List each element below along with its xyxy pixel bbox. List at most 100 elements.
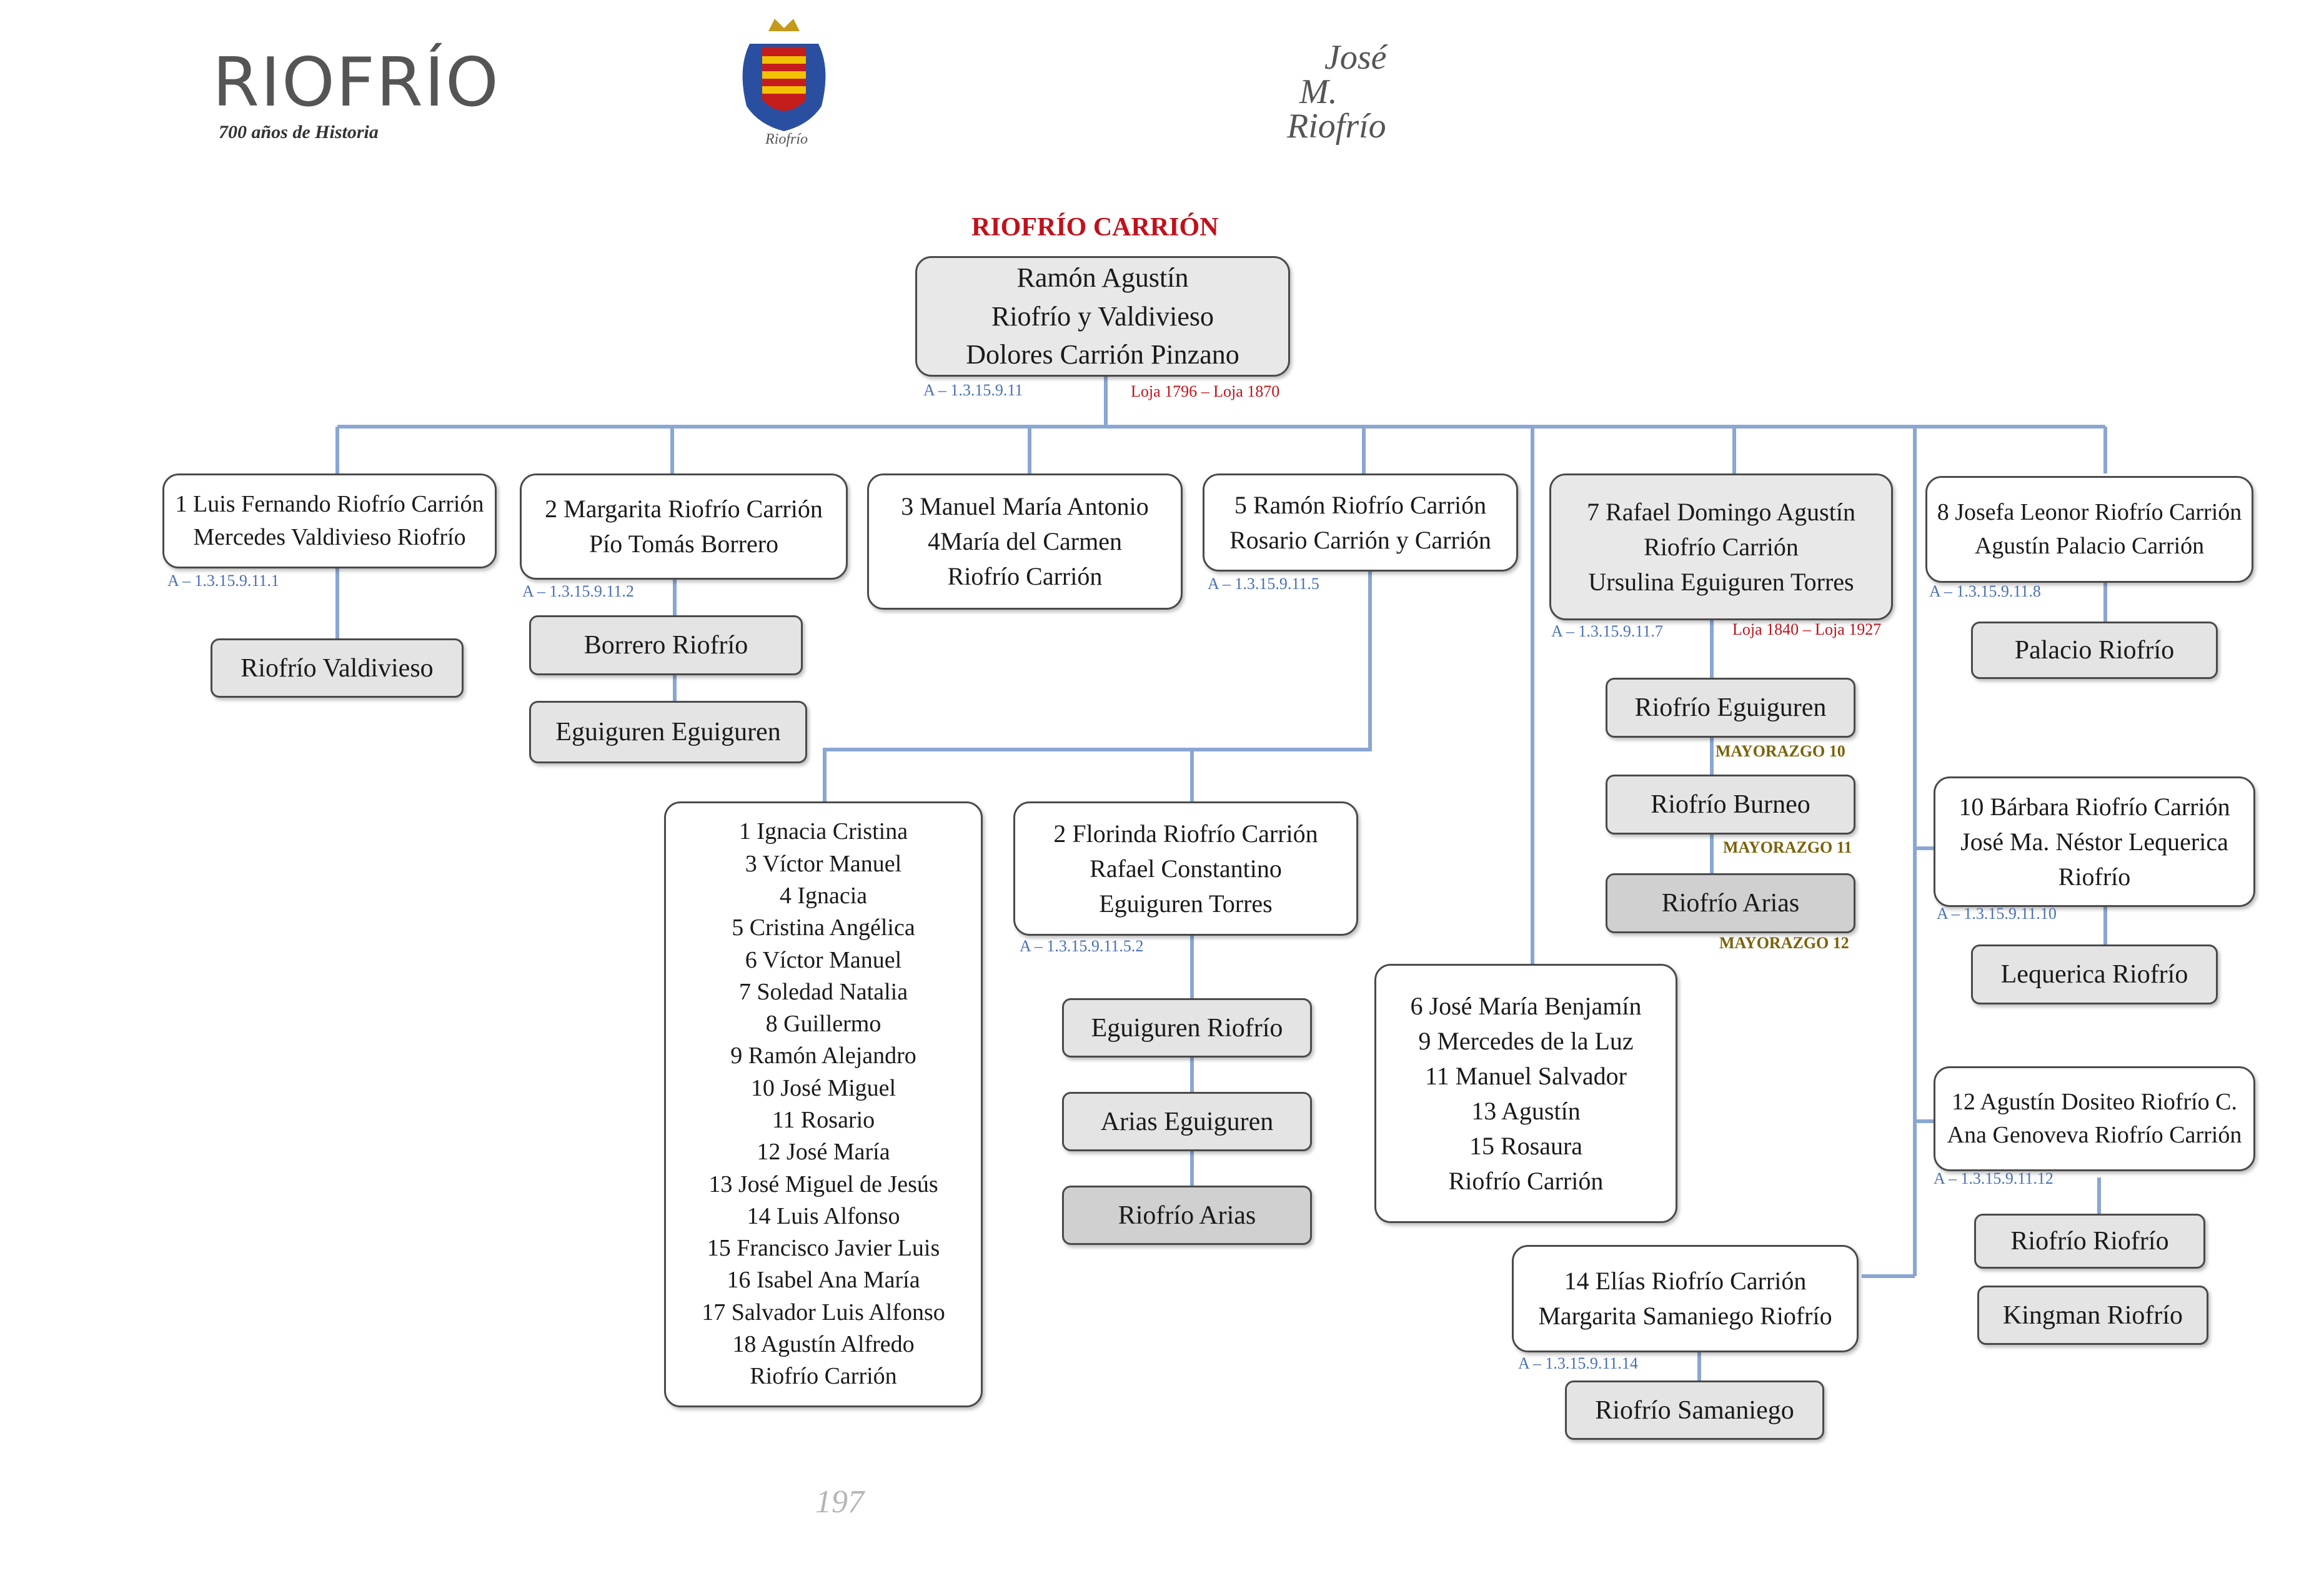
child-6-group-box: 6 José María Benjamín 9 Mercedes de la L…: [1374, 964, 1677, 1223]
child-10-box: 10 Bárbara Riofrío Carrión José Ma. Nést…: [1934, 776, 2255, 907]
chart-title: RIOFRÍO CARRIÓN: [971, 213, 1219, 242]
florinda-line: Eguiguren Torres: [1099, 889, 1273, 918]
signature-line-1: José: [1324, 38, 1387, 77]
grandchild-item: 14 Luis Alfonso: [747, 1202, 900, 1229]
child-line: 7 Rafael Domingo Agustín: [1587, 497, 1855, 526]
family-riofrio-arias-f: Riofrío Arias: [1062, 1186, 1312, 1245]
grandchild-item: Riofrío Carrión: [750, 1363, 897, 1390]
grandchild-item: 11 Rosario: [772, 1107, 875, 1133]
child-line: 12 Agustín Dositeo Riofrío C.: [1951, 1088, 2238, 1115]
child-line: Pío Tomás Borrero: [588, 530, 779, 558]
child-1-code: A – 1.3.15.9.11.1: [167, 572, 279, 590]
florinda-line: 2 Florinda Riofrío Carrión: [1053, 819, 1318, 848]
family-riofrio-samaniego: Riofrío Samaniego: [1565, 1380, 1824, 1440]
florinda-line: Rafael Constantino: [1090, 854, 1282, 883]
child-7-box: 7 Rafael Domingo Agustín Riofrío Carrión…: [1549, 473, 1893, 620]
child-line: 5 Ramón Riofrío Carrión: [1234, 490, 1487, 519]
child-line: Rosario Carrión y Carrión: [1229, 525, 1491, 554]
child-line: 4María del Carmen: [928, 527, 1122, 555]
child-line: 8 Josefa Leonor Riofrío Carrión: [1937, 499, 2242, 526]
family-lequerica-riofrio: Lequerica Riofrío: [1971, 944, 2218, 1004]
child-line: 10 Bárbara Riofrío Carrión: [1959, 792, 2230, 821]
child-line: 1 Luis Fernando Riofrío Carrión: [175, 490, 484, 517]
logo-subtitle: 700 años de Historia: [219, 122, 379, 142]
child-8-code: A – 1.3.15.9.11.8: [1929, 582, 2041, 600]
child-line: 15 Rosaura: [1469, 1131, 1583, 1160]
child-8-box: 8 Josefa Leonor Riofrío Carrión Agustín …: [1925, 476, 2253, 583]
florinda-code: A – 1.3.15.9.11.5.2: [1020, 937, 1144, 955]
grandchild-item: 13 José Miguel de Jesús: [708, 1171, 938, 1197]
grandchildren-list-box: 1 Ignacia Cristina 3 Víctor Manuel 4 Ign…: [664, 801, 983, 1407]
root-couple-box: Ramón Agustín Riofrío y Valdivieso Dolor…: [915, 256, 1290, 377]
root-line: Riofrío y Valdivieso: [991, 300, 1214, 332]
grandchild-item: 15 Francisco Javier Luis: [707, 1235, 940, 1262]
family-riofrio-burneo: Riofrío Burneo: [1606, 775, 1855, 835]
child-line: 3 Manuel María Antonio: [901, 492, 1149, 520]
grandchild-item: 18 Agustín Alfredo: [732, 1331, 915, 1358]
child-line: 11 Manuel Salvador: [1425, 1061, 1627, 1090]
signature-logo: José M. Riofrío: [1262, 37, 1399, 150]
mayorazgo-12: MAYORAZGO 12: [1719, 934, 1849, 952]
mayorazgo-11: MAYORAZGO 11: [1723, 838, 1852, 856]
connector-c5-down: [823, 572, 1372, 801]
page-number: 197: [815, 1484, 864, 1520]
signature-line-2: M.: [1299, 72, 1338, 111]
crest-caption: Riofrío: [765, 131, 808, 147]
child-12-box: 12 Agustín Dositeo Riofrío C. Ana Genove…: [1934, 1066, 2255, 1171]
child-line: Agustín Palacio Carrión: [1974, 532, 2205, 559]
root-line: Ramón Agustín: [1016, 262, 1189, 294]
child-2-box: 2 Margarita Riofrío Carrión Pío Tomás Bo…: [520, 473, 848, 580]
grandchild-item: 1 Ignacia Cristina: [738, 818, 908, 845]
child-line: 9 Mercedes de la Luz: [1418, 1026, 1634, 1055]
child-7-dates: Loja 1840 – Loja 1927: [1732, 620, 1882, 638]
family-eguiguren-riofrio: Eguiguren Riofrío: [1062, 998, 1312, 1058]
child-10-code: A – 1.3.15.9.11.10: [1937, 905, 2057, 923]
grandchild-item: 4 Ignacia: [779, 882, 868, 909]
child-line: Riofrío Carrión: [1644, 532, 1799, 561]
child-line: Mercedes Valdivieso Riofrío: [193, 524, 466, 550]
child-7-code: A – 1.3.15.9.11.7: [1551, 622, 1663, 640]
family-arias-eguiguren: Arias Eguiguren: [1062, 1092, 1312, 1151]
root-code: A – 1.3.15.9.11: [923, 381, 1023, 399]
child-14-code: A – 1.3.15.9.11.14: [1518, 1354, 1638, 1372]
root-dates: Loja 1796 – Loja 1870: [1131, 382, 1280, 400]
grandchild-item: 9 Ramón Alejandro: [730, 1043, 916, 1069]
family-riofrio-valdivieso: Riofrío Valdivieso: [211, 638, 464, 698]
child-12-code: A – 1.3.15.9.11.12: [1934, 1169, 2053, 1187]
family-palacio-riofrio: Palacio Riofrío: [1971, 622, 2218, 679]
child-3-box: 3 Manuel María Antonio 4María del Carmen…: [867, 473, 1183, 610]
root-line: Dolores Carrión Pinzano: [966, 339, 1239, 370]
child-2-code: A – 1.3.15.9.11.2: [522, 582, 634, 600]
child-line: Ana Genoveva Riofrío Carrión: [1947, 1122, 2242, 1148]
florinda-couple-box: 2 Florinda Riofrío Carrión Rafael Consta…: [1013, 801, 1358, 936]
child-line: 2 Margarita Riofrío Carrión: [545, 495, 823, 523]
riofrio-logo: RIOFRÍO: [212, 44, 500, 122]
child-1-box: 1 Luis Fernando Riofrío Carrión Mercedes…: [162, 473, 497, 568]
grandchild-item: 6 Víctor Manuel: [745, 946, 902, 973]
child-line: José Ma. Néstor Lequerica: [1960, 827, 2228, 856]
grandchild-item: 3 Víctor Manuel: [745, 850, 902, 877]
family-riofrio-arias-7: Riofrío Arias: [1606, 873, 1855, 933]
grandchild-item: 17 Salvador Luis Alfonso: [702, 1299, 945, 1326]
family-riofrio-riofrio: Riofrío Riofrío: [1974, 1214, 2205, 1269]
child-line: Riofrío Carrión: [1448, 1166, 1604, 1195]
family-eguiguren-eguiguren: Eguiguren Eguiguren: [529, 701, 807, 763]
coat-of-arms-icon: [742, 19, 826, 131]
family-borrero-riofrio: Borrero Riofrío: [529, 615, 803, 675]
child-5-code: A – 1.3.15.9.11.5: [1208, 575, 1319, 593]
grandchild-item: 5 Cristina Angélica: [732, 914, 915, 941]
family-kingman-riofrio: Kingman Riofrío: [1977, 1286, 2208, 1345]
family-riofrio-eguiguren: Riofrío Eguiguren: [1606, 678, 1855, 738]
grandchild-item: 10 José Miguel: [750, 1074, 896, 1101]
child-line: 6 José María Benjamín: [1410, 991, 1642, 1020]
grandchild-item: 8 Guillermo: [765, 1011, 881, 1038]
child-line: Ursulina Eguiguren Torres: [1588, 567, 1854, 596]
grandchild-item: 12 José María: [757, 1139, 890, 1166]
child-line: 14 Elías Riofrío Carrión: [1564, 1267, 1807, 1295]
child-5-box: 5 Ramón Riofrío Carrión Rosario Carrión …: [1203, 473, 1518, 572]
child-14-box: 14 Elías Riofrío Carrión Margarita Saman…: [1512, 1245, 1859, 1352]
child-line: 13 Agustín: [1471, 1096, 1581, 1125]
grandchild-item: 7 Soledad Natalia: [738, 978, 908, 1005]
child-line: Riofrío: [2058, 862, 2131, 891]
